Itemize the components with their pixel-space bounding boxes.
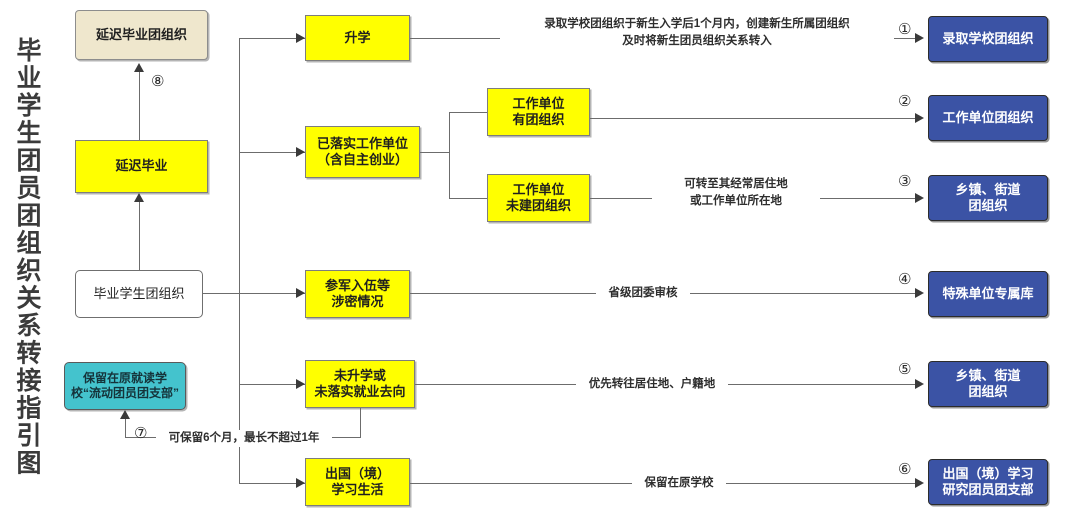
node-floating-member-branch[interactable]: 保留在原就读学 校“流动团员团支部” <box>64 362 186 410</box>
node-label: 毕业学生团组织 <box>93 285 185 301</box>
edge-split-to-no-org <box>449 198 487 199</box>
arrow-up-delayed <box>134 193 144 202</box>
edge-retain-up <box>125 418 126 438</box>
edge-label-to-township: 可转至其经常居住地 或工作单位所在地 <box>652 176 820 210</box>
target-node-6[interactable]: 出国（境）学习 研究团员团支部 <box>928 459 1048 505</box>
node-label: 参军入伍等 涉密情况 <box>324 277 390 309</box>
edge-number-5: ⑤ <box>898 361 912 378</box>
node-label: 未升学或 未落实就业去向 <box>314 367 406 399</box>
edge-label-to-residence: 优先转往居住地、户籍地 <box>576 376 728 393</box>
edge-trunk-to-employed <box>239 152 305 153</box>
edge-number-2: ② <box>898 93 912 110</box>
page-title: 毕业学生团员团组织关系转接指引图 <box>13 36 41 477</box>
edge-to-target-2 <box>590 118 918 119</box>
arrow-up-delayed-org <box>134 63 144 72</box>
node-employed[interactable]: 已落实工作单位 （含自主创业） <box>305 126 420 178</box>
node-label: 录取学校团组织 <box>942 30 1034 46</box>
arrow-right-military <box>296 288 305 298</box>
edge-grad-to-delayed <box>139 201 140 270</box>
node-label: 乡镇、街道 团组织 <box>955 181 1021 213</box>
target-node-3[interactable]: 乡镇、街道 团组织 <box>928 175 1048 221</box>
node-delayed-graduation-org[interactable]: 延迟毕业团组织 <box>75 10 208 60</box>
arrow-right-target-3 <box>915 193 924 203</box>
edge-number-4: ④ <box>898 271 912 288</box>
edge-label-retain-period: 可保留6个月，最长不超过1年 <box>156 430 332 447</box>
node-label: 保留在原就读学 校“流动团员团支部” <box>70 371 179 400</box>
node-military-secret[interactable]: 参军入伍等 涉密情况 <box>305 270 410 318</box>
edge-employed-split <box>449 112 450 198</box>
edge-trunk-stub <box>203 293 305 294</box>
edge-number-3: ③ <box>898 173 912 190</box>
node-label: 延迟毕业团组织 <box>95 26 187 42</box>
edge-retain-down <box>360 408 361 438</box>
target-node-5[interactable]: 乡镇、街道 团组织 <box>928 361 1048 407</box>
node-abroad-study[interactable]: 出国（境） 学习生活 <box>305 458 410 506</box>
node-label: 工作单位团组织 <box>942 109 1034 125</box>
arrow-right-employed <box>296 147 305 157</box>
edge-main-trunk <box>239 38 240 483</box>
node-label: 已落实工作单位 （含自主创业） <box>316 135 408 167</box>
node-employer-has-org[interactable]: 工作单位 有团组织 <box>487 88 590 136</box>
edge-delayed-to-org <box>139 71 140 140</box>
node-delayed-graduation[interactable]: 延迟毕业 <box>75 140 208 193</box>
node-no-study-no-job[interactable]: 未升学或 未落实就业去向 <box>305 360 415 408</box>
arrow-right-target-4 <box>915 288 924 298</box>
edge-label-to-special: 省级团委审核 <box>596 285 690 302</box>
node-further-study[interactable]: 升学 <box>305 15 410 61</box>
node-label: 乡镇、街道 团组织 <box>955 367 1021 399</box>
arrow-right-target-1 <box>915 33 924 43</box>
edge-trunk-to-further-study <box>239 38 305 39</box>
target-node-1[interactable]: 录取学校团组织 <box>928 16 1048 62</box>
arrow-right-no-job <box>296 379 305 389</box>
edge-split-to-has-org <box>449 112 487 113</box>
node-label: 工作单位 未建团组织 <box>505 181 571 213</box>
node-label: 出国（境）学习 研究团员团支部 <box>942 465 1034 497</box>
node-label: 升学 <box>344 29 371 45</box>
arrow-right-target-5 <box>915 379 924 389</box>
node-label: 出国（境） 学习生活 <box>324 465 390 497</box>
node-label: 工作单位 有团组织 <box>512 95 565 127</box>
arrow-up-floating-branch <box>120 410 130 419</box>
target-node-2[interactable]: 工作单位团组织 <box>928 95 1048 141</box>
arrow-right-further-study <box>296 33 305 43</box>
edge-number-1: ① <box>898 21 912 38</box>
node-label: 延迟毕业 <box>115 158 168 174</box>
arrow-right-target-2 <box>915 113 924 123</box>
edge-number-7: ⑦ <box>134 425 148 442</box>
edge-number-6: ⑥ <box>898 461 912 478</box>
edge-trunk-to-no-job <box>239 384 305 385</box>
arrow-right-abroad <box>296 478 305 488</box>
edge-trunk-to-abroad <box>239 483 305 484</box>
edge-number-8: ⑧ <box>151 73 165 90</box>
node-employer-no-org[interactable]: 工作单位 未建团组织 <box>487 174 590 222</box>
edge-employed-stub <box>420 152 450 153</box>
edge-label-to-abroad: 保留在原学校 <box>632 475 726 492</box>
arrow-right-target-6 <box>915 478 924 488</box>
node-graduate-student-org[interactable]: 毕业学生团组织 <box>75 270 203 318</box>
node-label: 特殊单位专属库 <box>942 285 1034 301</box>
target-node-4[interactable]: 特殊单位专属库 <box>928 271 1048 317</box>
edge-label-to-school: 录取学校团组织于新生入学后1个月内，创建新生所属团组织 及时将新生团员组织关系转… <box>500 16 894 50</box>
